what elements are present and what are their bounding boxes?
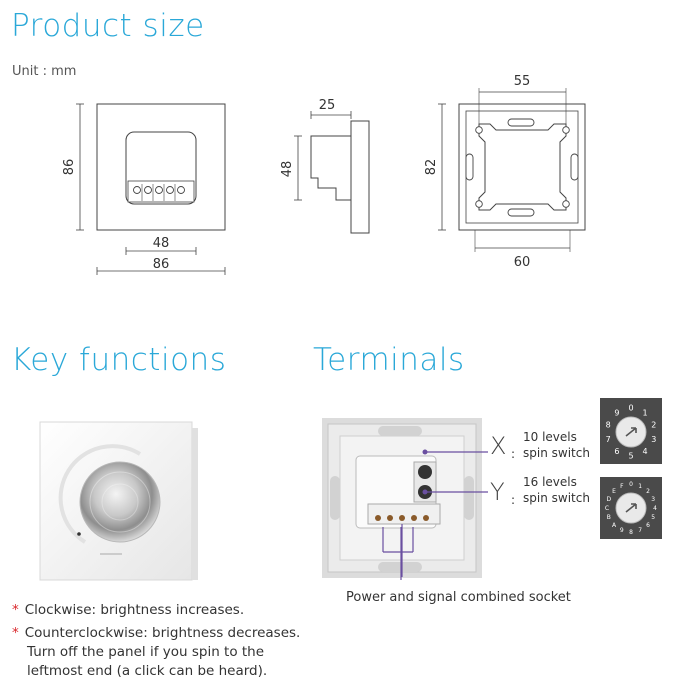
note-3: Turn off the panel if you spin to the [27, 643, 264, 662]
dial-16-digit: A [612, 522, 617, 529]
dial-10-arrow [625, 427, 637, 437]
terminals-heading: Terminals [313, 342, 465, 378]
dial-16-digit: B [607, 514, 611, 521]
socket-label: Power and signal combined socket [346, 590, 571, 605]
product-size-heading: Product size [11, 8, 205, 44]
terminal-x-colon: : [511, 447, 516, 461]
note-2: * Counterclockwise: brightness decreases. [12, 624, 300, 643]
back-bottom-width-label: 60 [514, 255, 531, 270]
note-1-text: Clockwise: brightness increases. [24, 602, 245, 618]
terminal-back-photo [322, 418, 482, 578]
dial-10-digit: 0 [628, 404, 633, 413]
dial-10-digit: 8 [606, 420, 611, 429]
terminal-y-label-1: 16 levels [523, 475, 577, 489]
dial-10-digit: 6 [614, 447, 619, 456]
note-2-star: * [12, 625, 19, 641]
key-functions-heading: Key functions [11, 342, 227, 378]
terminal-y-colon: : [511, 493, 516, 507]
dial-10-svg: 0 12 34 567 89 [606, 404, 657, 461]
front-height-label: 86 [62, 159, 77, 176]
side-height-label: 48 [280, 161, 295, 178]
dial-10-digit: 5 [628, 452, 633, 461]
dial-16-digit: 6 [646, 522, 650, 529]
unit-label: Unit : mm [12, 64, 77, 79]
dial-10-digit: 7 [606, 435, 611, 444]
note-4-text: leftmost end (a click can be heard). [27, 663, 268, 679]
dial-16-digit: 5 [651, 514, 655, 521]
front-inner-width-label: 48 [153, 236, 170, 251]
note-1-star: * [12, 602, 19, 618]
note-3-text: Turn off the panel if you spin to the [27, 644, 265, 660]
note-4: leftmost end (a click can be heard). [27, 662, 267, 681]
back-top-width-label: 55 [514, 74, 531, 89]
dial-16-digit: 9 [620, 527, 624, 534]
dial-10-digit: 2 [651, 420, 656, 429]
product-size-drawings: 86 48 86 25 48 55 82 60 [62, 74, 586, 275]
back-height-label: 82 [424, 159, 439, 176]
dial-16-digit: 1 [638, 483, 642, 490]
dial-16-digit: 2 [646, 488, 650, 495]
back-view-drawing [438, 88, 586, 252]
terminal-x-label-2: spin switch [523, 446, 590, 460]
terminal-y-letter: Y [490, 478, 505, 506]
dial-16-digit: 3 [651, 496, 655, 503]
dial-10-digit: 9 [614, 408, 619, 417]
dial-10-digit: 3 [651, 435, 656, 444]
dial-16-digit: C [605, 505, 609, 512]
dial-16-digit: D [606, 496, 611, 503]
side-view-drawing [294, 111, 370, 234]
note-1: * Clockwise: brightness increases. [12, 601, 244, 620]
dial-16-arrow [625, 503, 637, 513]
terminal-y-label-2: spin switch [523, 491, 590, 505]
dimmer-panel-photo [39, 421, 198, 581]
front-width-label: 86 [153, 257, 170, 272]
dial-10-digit: 4 [643, 447, 648, 456]
terminal-x-label-1: 10 levels [523, 430, 577, 444]
dial-16-digit: E [612, 488, 616, 495]
dial-16-digit: 8 [629, 529, 633, 536]
dial-16-digit: 0 [629, 481, 633, 488]
terminal-x-letter: X [490, 432, 507, 460]
note-2-text: Counterclockwise: brightness decreases. [24, 625, 301, 641]
front-view-drawing [76, 103, 226, 275]
dial-16-digit: 7 [638, 527, 642, 534]
dial-10-digit: 1 [643, 408, 648, 417]
side-depth-label: 25 [319, 98, 336, 113]
dial-16-digit: F [620, 483, 624, 490]
dial-16-digit: 4 [653, 505, 657, 512]
